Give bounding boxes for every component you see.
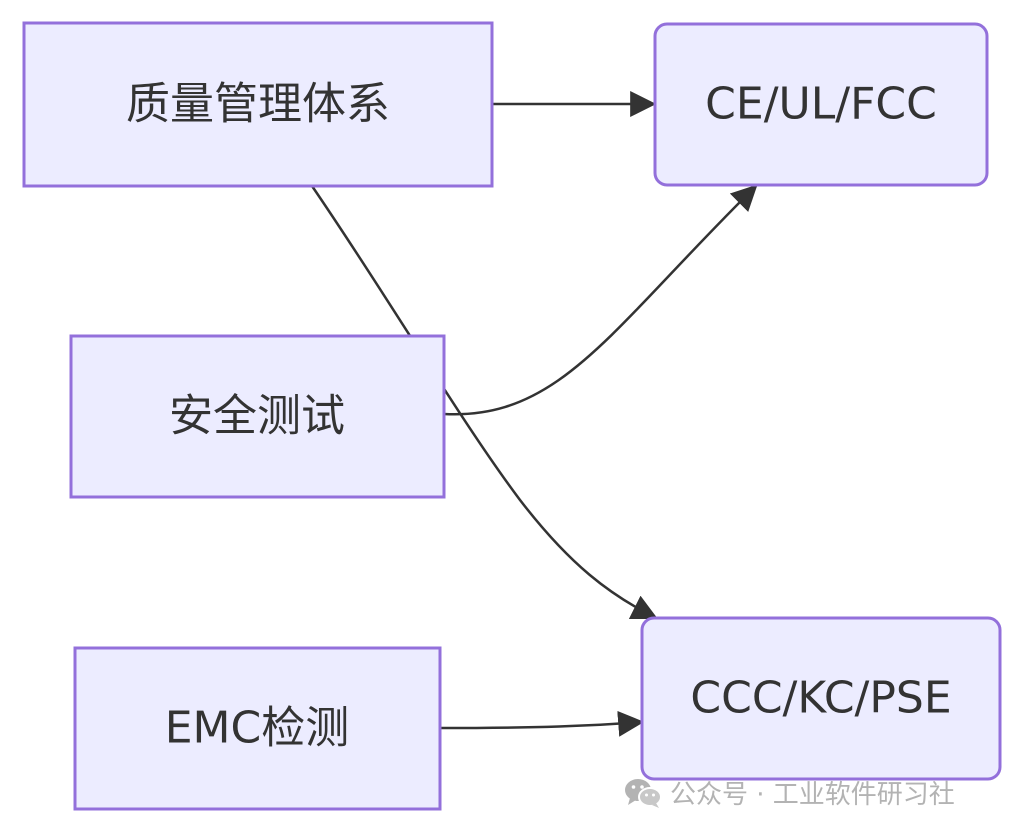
- node-ce-ul-fcc[interactable]: CE/UL/FCC: [653, 22, 989, 187]
- node-safety-label: 安全测试: [169, 391, 345, 442]
- watermark: 公众号 · 工业软件研习社: [624, 774, 955, 811]
- wechat-icon: [625, 778, 662, 808]
- node-ccc-kc-pse[interactable]: CCC/KC/PSE: [640, 616, 1002, 781]
- node-safety[interactable]: 安全测试: [69, 334, 446, 499]
- node-qms-label: 质量管理体系: [126, 79, 390, 130]
- edge-qms-to-ccc-kc-pse: [310, 185, 658, 620]
- edge-safety-to-ce-ul-fcc: [443, 184, 758, 416]
- node-ce-ul-fcc-label: CE/UL/FCC: [705, 79, 937, 130]
- node-qms[interactable]: 质量管理体系: [22, 21, 494, 188]
- watermark-text: 公众号 · 工业软件研习社: [670, 780, 955, 810]
- node-ccc-kc-pse-label: CCC/KC/PSE: [690, 673, 951, 724]
- edges-layer: [310, 91, 758, 737]
- edge-emc-to-ccc-kc-pse: [439, 710, 645, 737]
- node-emc-label: EMC检测: [165, 703, 350, 754]
- node-emc[interactable]: EMC检测: [73, 646, 442, 811]
